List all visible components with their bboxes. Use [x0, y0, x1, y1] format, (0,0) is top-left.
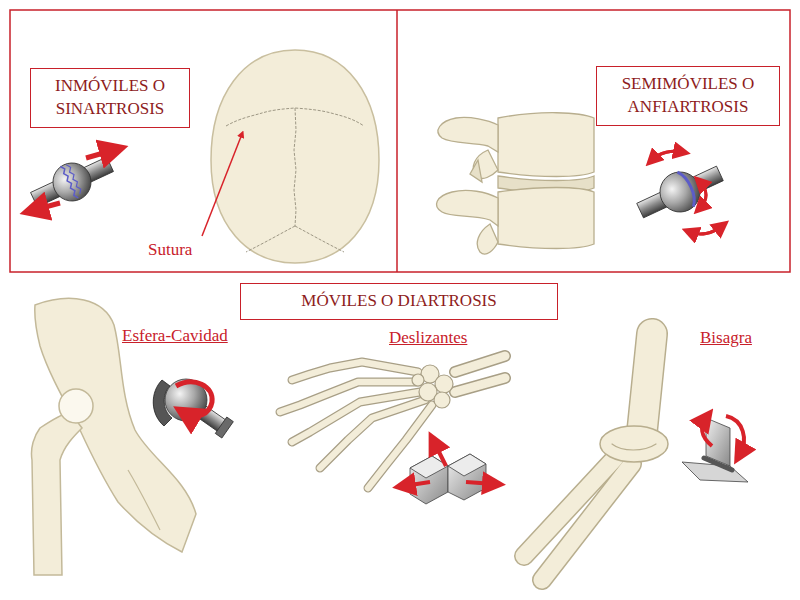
hand-drawing [455, 378, 505, 392]
semimobile-joint-icon [637, 166, 724, 218]
panel-frame [10, 10, 790, 272]
hinge-joint-icon [704, 458, 732, 470]
hinge-joint-icon [726, 416, 744, 454]
vertebrae-drawing [438, 117, 498, 152]
joint-type-label: Deslizantes [389, 328, 467, 348]
semimobile-joint-icon [690, 226, 722, 234]
elbow-drawing [642, 334, 652, 432]
category-title: SEMIMÓVILES O ANFIARTROSIS [603, 73, 773, 119]
semimobile-joint-icon [653, 165, 706, 218]
semimobile-joint-icon [700, 182, 706, 208]
skull-drawing [211, 50, 379, 263]
category-title: INMÓVILES O SINARTROSIS [37, 75, 183, 121]
ball-socket-icon [153, 379, 233, 438]
skull-drawing [211, 50, 379, 263]
hand-drawing [280, 356, 505, 488]
gliding-joint-icon [404, 442, 494, 504]
hip-drawing [31, 412, 82, 575]
gliding-joint-icon [448, 454, 486, 500]
hand-drawing [434, 392, 450, 408]
hand-drawing [292, 362, 418, 380]
semimobile-joint-icon [652, 151, 682, 160]
elbow-drawing [524, 334, 668, 580]
hand-drawing [455, 356, 505, 392]
elbow-drawing [600, 426, 668, 462]
hand-drawing [412, 365, 453, 408]
semimobile-joint-icon [700, 182, 706, 208]
gliding-joint-icon [434, 442, 446, 466]
fixed-joint-icon [26, 147, 118, 217]
fixed-joint-icon [86, 150, 114, 158]
gliding-joint-icon [404, 482, 430, 486]
fixed-joint-icon [31, 157, 114, 207]
semimobile-joint-icon [652, 151, 682, 160]
elbow-drawing [642, 334, 652, 432]
category-box: MÓVILES O DIARTROSIS [240, 283, 558, 320]
hand-drawing [455, 378, 505, 392]
skull-drawing [294, 108, 296, 226]
hand-drawing [292, 362, 418, 380]
vertebrae-drawing [437, 190, 498, 226]
hand-drawing [435, 375, 453, 393]
semimobile-joint-icon [690, 226, 722, 234]
vertebrae-drawing [437, 113, 594, 254]
fixed-joint-icon [60, 165, 78, 199]
hip-drawing [59, 389, 93, 423]
gliding-joint-icon [466, 482, 494, 484]
hinge-joint-icon [702, 418, 712, 446]
vertebrae-drawing [498, 188, 594, 249]
hand-drawing [412, 374, 424, 386]
panel-frame [10, 10, 790, 272]
suture-leader [202, 134, 242, 236]
ball-socket-icon [215, 417, 233, 438]
ball-socket-icon [176, 382, 212, 416]
hip-drawing [128, 470, 160, 530]
gliding-joint-icon [410, 456, 448, 504]
hand-drawing [280, 362, 432, 488]
elbow-drawing [612, 444, 656, 450]
fixed-joint-icon [26, 147, 118, 217]
suture-label: Sutura [148, 240, 192, 260]
hand-drawing [455, 356, 505, 372]
fixed-joint-icon [47, 157, 97, 207]
elbow-drawing [542, 464, 632, 580]
hinge-joint-icon [682, 416, 748, 482]
fixed-joint-icon [66, 164, 82, 194]
skull-drawing [246, 226, 344, 252]
gliding-joint-icon [448, 454, 486, 476]
hand-drawing [280, 362, 432, 488]
vertebrae-drawing [498, 113, 594, 177]
suture-leader [202, 134, 242, 236]
category-box: SEMIMÓVILES O ANFIARTROSIS [596, 66, 780, 126]
category-title: MÓVILES O DIARTROSIS [301, 290, 496, 313]
semimobile-joint-icon [677, 170, 698, 207]
fixed-joint-icon [34, 203, 60, 210]
semimobile-joint-icon [632, 155, 729, 228]
joint-type-label: Esfera-Cavidad [122, 326, 228, 346]
joint-type-label: Bisagra [700, 328, 752, 348]
vertebrae-drawing [470, 160, 482, 182]
semimobile-joint-icon [632, 151, 729, 234]
hand-drawing [455, 356, 505, 392]
vertebrae-drawing [477, 224, 498, 254]
category-box: INMÓVILES O SINARTROSIS [30, 68, 190, 128]
hand-drawing [455, 356, 505, 372]
panel-frame [396, 10, 398, 272]
